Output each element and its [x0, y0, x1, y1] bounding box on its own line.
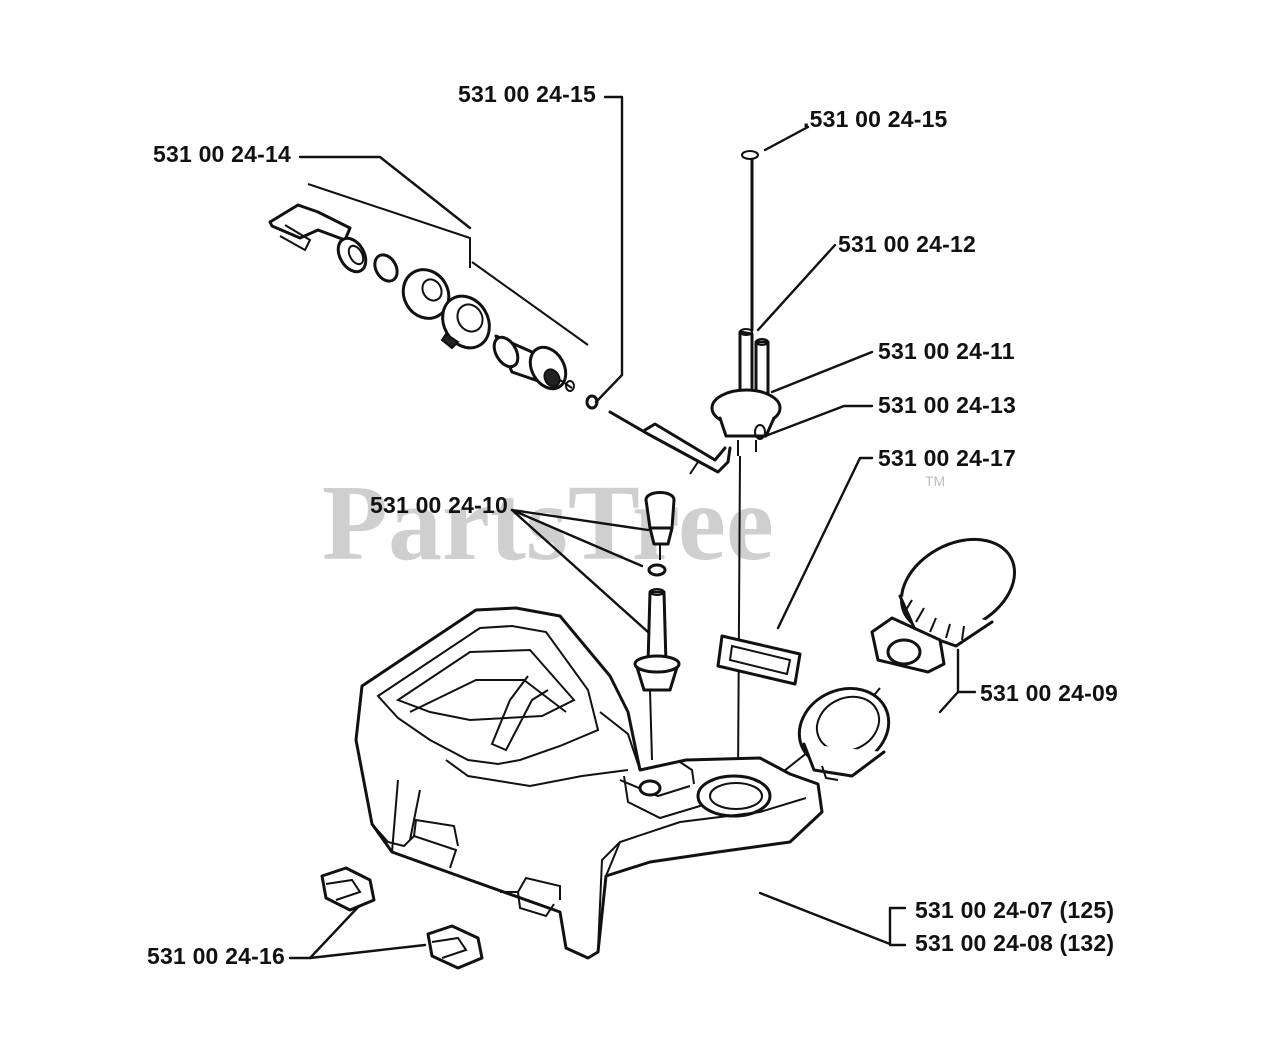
fuel-tank	[354, 606, 824, 960]
label-531-00-24-16[interactable]: 531 00 24-16	[147, 943, 285, 969]
label-531-00-24-12[interactable]: 531 00 24-12	[838, 231, 976, 257]
label-531-00-24-15-right[interactable]: .531 00 24-15	[803, 106, 948, 132]
label-531-00-24-17[interactable]: 531 00 24-17	[878, 445, 1016, 471]
fuel-tank-sleeve	[716, 634, 802, 686]
rubber-feet	[320, 866, 484, 970]
label-531-00-24-14[interactable]: 531 00 24-14	[153, 141, 291, 167]
fuel-cap	[870, 537, 1017, 674]
partstree-watermark: PartsTree	[322, 464, 774, 583]
label-531-00-24-10[interactable]: 531 00 24-10	[370, 492, 508, 518]
label-531-00-24-11[interactable]: 531 00 24-11	[878, 338, 1015, 364]
label-531-00-24-09[interactable]: 531 00 24-09	[980, 680, 1118, 706]
label-531-00-24-08[interactable]: 531 00 24-08 (132)	[915, 930, 1115, 956]
fuel-line-insert	[633, 491, 681, 761]
grommet-assembly	[710, 150, 782, 781]
label-531-00-24-13[interactable]: 531 00 24-13	[878, 392, 1016, 418]
label-531-00-24-15-top[interactable]: 531 00 24-15	[458, 81, 596, 107]
trademark-symbol: TM	[925, 473, 946, 489]
filler-neck-ring	[797, 686, 891, 781]
fuel-filter-assembly	[268, 203, 732, 475]
label-531-00-24-07[interactable]: 531 00 24-07 (125)	[915, 897, 1115, 923]
